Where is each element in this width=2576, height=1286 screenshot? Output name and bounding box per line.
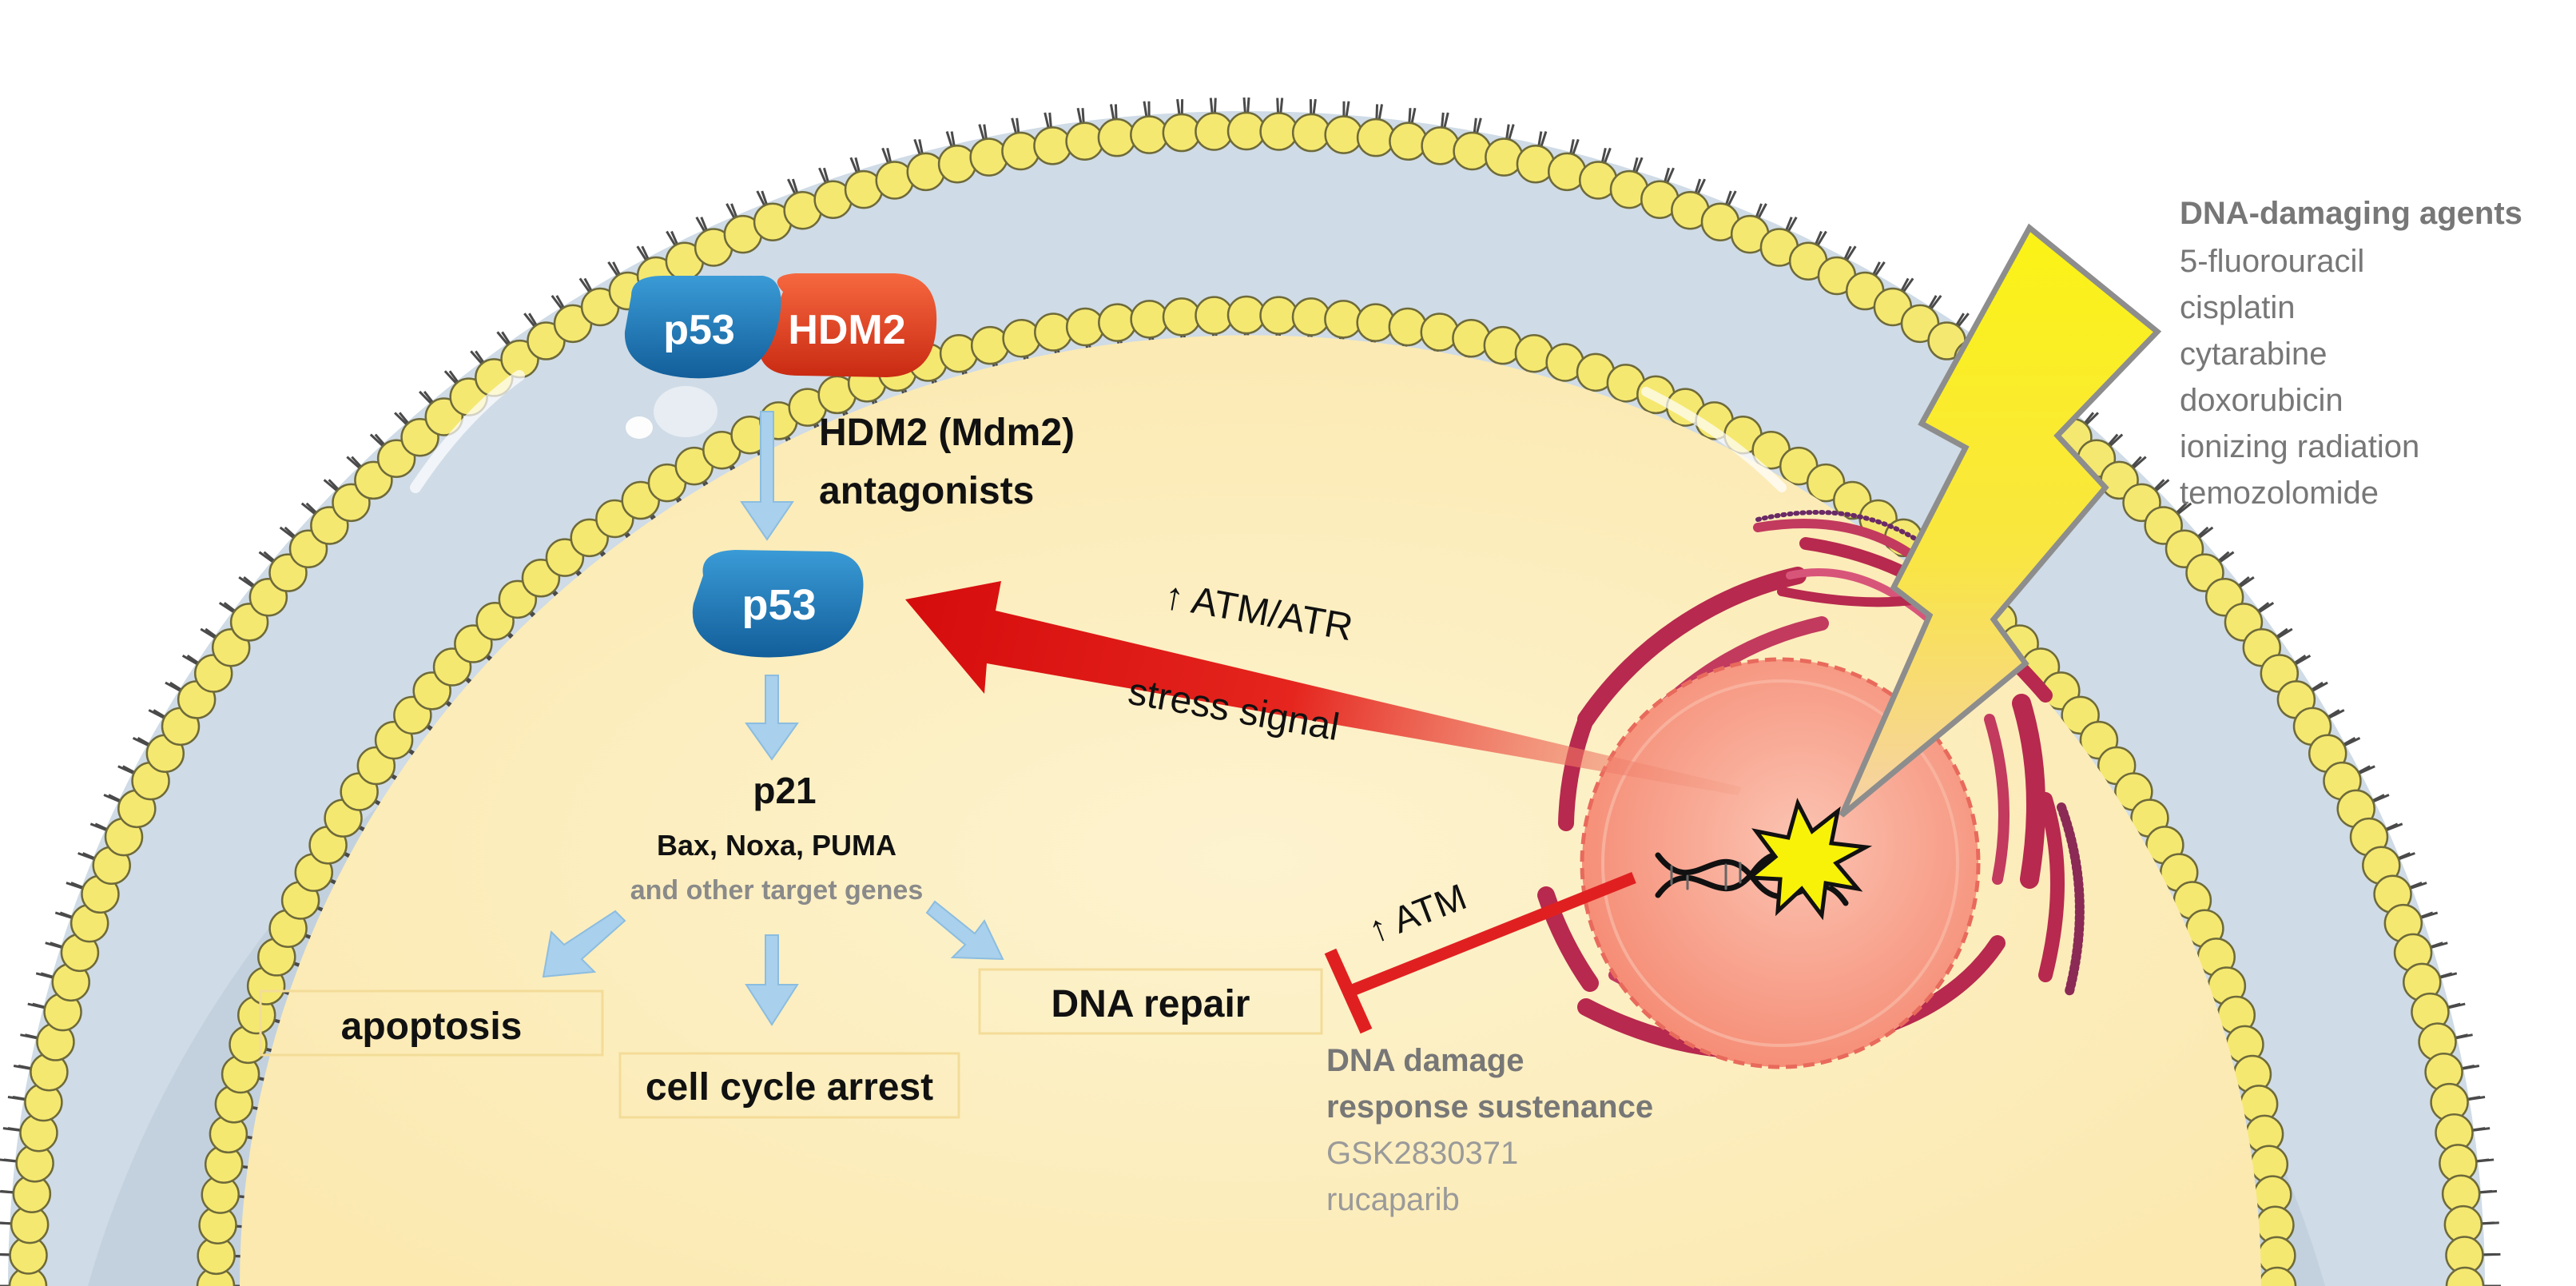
lipid-head	[1001, 131, 1040, 171]
lipid-head	[2257, 1266, 2297, 1286]
hdm2-protein	[759, 273, 937, 377]
lipid-head	[1259, 296, 1298, 335]
ddr-title-line1: DNA damage	[1326, 1043, 1524, 1078]
damaging-agent-item: 5-fluorouracil	[2180, 244, 2364, 279]
outcome-apoptosis: apoptosis	[259, 989, 604, 1057]
lipid-head	[1002, 319, 1041, 358]
lipid-head	[1324, 115, 1363, 154]
lipid-head	[1421, 126, 1460, 165]
lipid-head	[1452, 319, 1491, 358]
ddr-sustenance-list: DNA damage response sustenance GSK283037…	[1326, 1043, 1653, 1217]
lipid-head	[1291, 297, 1331, 336]
lipid-head	[1226, 295, 1266, 335]
lipid-head	[1162, 297, 1202, 336]
lipid-head	[1324, 300, 1363, 339]
nucleus-inner	[1601, 679, 1959, 1047]
lipid-head	[1098, 303, 1137, 342]
cytoplasm-highlight	[410, 370, 525, 493]
lipid-head	[970, 325, 1010, 365]
lipid-head	[1162, 113, 1202, 153]
lipid-head	[1420, 313, 1459, 352]
arrow-to-apoptosis	[542, 910, 626, 978]
damaging-agent-item: temozolomide	[2180, 476, 2379, 511]
ddr-title-line2: response sustenance	[1326, 1089, 1653, 1125]
lipid-head	[1195, 112, 1234, 151]
arrow-to-dna-repair	[925, 900, 1004, 961]
lipid-head	[1097, 117, 1137, 157]
lipid-head	[1259, 112, 1298, 151]
flow-arrows	[542, 411, 1004, 1026]
lipid-head	[1033, 126, 1072, 165]
lipid-head	[1485, 137, 1524, 177]
lipid-head	[1388, 307, 1428, 347]
other-target-genes-label: and other target genes	[630, 875, 924, 906]
lipid-head	[937, 145, 977, 184]
lipid-head	[1226, 111, 1266, 151]
ddr-item: rucaparib	[1326, 1182, 1460, 1217]
lipid-head	[969, 137, 1008, 177]
damaging-agent-item: cisplatin	[2180, 290, 2296, 325]
complex-hdm2-label: HDM2	[788, 307, 905, 353]
hdm2-antagonists-label-line1: HDM2 (Mdm2)	[819, 412, 1075, 454]
p21-label: p21	[753, 770, 816, 811]
dna-damage-burst-icon	[1744, 798, 1873, 921]
arrow-p53-to-p21	[745, 675, 799, 761]
lipid-head	[1195, 296, 1234, 335]
svg-text:DNA repair: DNA repair	[1051, 983, 1250, 1025]
p53-protein-bound	[624, 276, 781, 379]
lipid-head	[1356, 117, 1396, 157]
atm-inhibition-line	[1348, 872, 1636, 997]
target-genes-label: Bax, Noxa, PUMA	[657, 829, 896, 862]
lightning-bolt-icon	[1839, 223, 2162, 818]
damaging-agent-item: ionizing radiation	[2180, 429, 2419, 464]
cytoplasm-highlight	[1641, 387, 1787, 492]
outcome-cell-cycle-arrest: cell cycle arrest	[618, 1052, 960, 1119]
ddr-item: GSK2830371	[1326, 1136, 1518, 1171]
lipid-head	[1065, 121, 1104, 161]
svg-text:cell cycle arrest: cell cycle arrest	[646, 1066, 933, 1109]
damaging-agents-title: DNA-damaging agents	[2180, 196, 2522, 231]
p53-label: p53	[741, 581, 816, 629]
arrow-to-cell-cycle-arrest	[745, 934, 799, 1026]
damaging-agent-item: cytarabine	[2180, 336, 2328, 372]
atm-inhibition-bar	[1324, 948, 1373, 1034]
lipid-head	[1453, 131, 1492, 171]
lipid-head	[1356, 303, 1395, 342]
hdm2-antagonists-label-line2: antagonists	[819, 470, 1034, 512]
lipid-head	[1034, 313, 1073, 352]
lipid-head	[1130, 300, 1169, 339]
dna-damaging-agents-list: DNA-damaging agents 5-fluorouracil cispl…	[2180, 196, 2522, 511]
lipid-head	[1291, 113, 1331, 153]
lipid-head	[1065, 307, 1105, 347]
lipid-head	[1130, 115, 1169, 154]
arrow-complex-to-p53	[740, 411, 794, 541]
p53-protein: p53	[692, 550, 864, 658]
stress-signal-arrow	[905, 581, 1742, 795]
damaging-agent-item: doxorubicin	[2180, 383, 2343, 418]
svg-text:apoptosis: apoptosis	[341, 1005, 523, 1048]
lipid-head	[1389, 121, 1428, 161]
p53-hdm2-complex: p53 HDM2	[624, 273, 937, 439]
outcome-dna-repair: DNA repair	[978, 968, 1323, 1035]
lipid-head	[2445, 1266, 2485, 1286]
complex-p53-label: p53	[663, 307, 735, 353]
